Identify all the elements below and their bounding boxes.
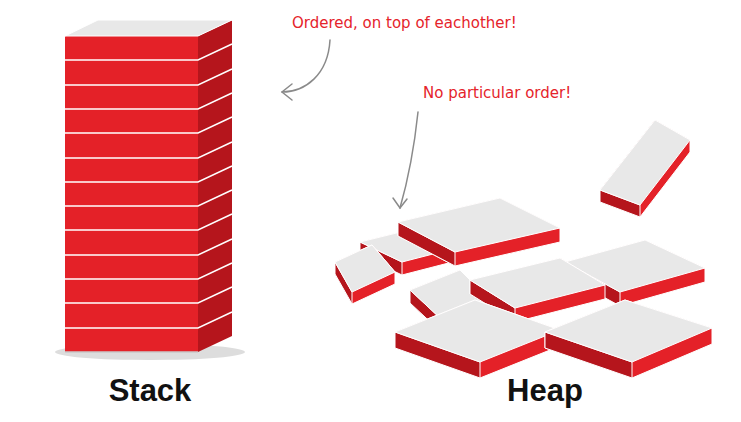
stack-top-face — [65, 20, 232, 36]
heap-slab — [395, 300, 560, 378]
slab-separator — [65, 69, 232, 85]
arrow-head — [282, 84, 292, 100]
slab-separator — [65, 287, 232, 303]
heap-slab — [600, 120, 690, 217]
slab-separator — [65, 239, 232, 255]
heap-slab-top — [545, 300, 712, 362]
stack-side-face — [198, 20, 232, 352]
slab-separator — [65, 263, 232, 279]
heap-slab-top — [335, 245, 395, 292]
heap-slab-top — [470, 258, 605, 308]
slab-separator — [65, 312, 232, 328]
leader-arrow — [400, 112, 418, 208]
heap-slab — [335, 245, 395, 304]
slab-separator — [65, 351, 198, 353]
heap-slab-top — [398, 198, 560, 252]
arrow-head — [393, 198, 407, 208]
slab-separator — [65, 190, 232, 206]
section-label: Stack — [60, 372, 240, 409]
slab-separator — [65, 166, 232, 182]
slab-separator — [65, 214, 232, 230]
slab-separator — [65, 93, 232, 109]
annotation-note: No particular order! — [423, 84, 571, 102]
section-label: Heap — [455, 372, 635, 409]
leader-arrow — [282, 40, 330, 92]
heap-slab — [545, 300, 712, 378]
heap-slab-top — [600, 120, 690, 205]
slab-separator — [65, 44, 232, 60]
slab-separator — [65, 117, 232, 133]
slab-separator — [65, 142, 232, 158]
stack-front-face — [65, 36, 198, 352]
heap-slab-top — [395, 300, 560, 362]
heap-slab — [398, 198, 560, 266]
annotation-note: Ordered, on top of eachother! — [292, 14, 517, 32]
